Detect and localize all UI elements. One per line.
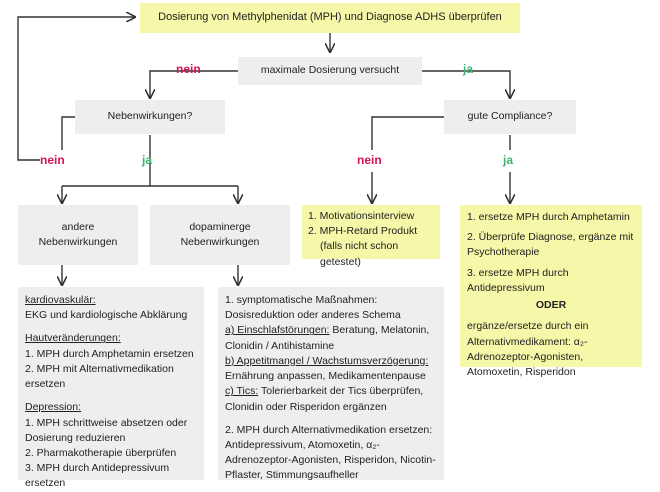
side-effects-question: Nebenwirkungen? <box>75 100 225 134</box>
dopa-side-line-1: dopaminerge <box>189 220 251 233</box>
compliance-question: gute Compliance? <box>444 100 576 134</box>
sleep-text: Beratung, Melatonin, Clonidin / Antihist… <box>225 324 430 352</box>
tics-text: Tolerierbarkeit der Tics überprüfen, Clo… <box>225 385 424 413</box>
amphetamine-box: 1. ersetze MPH durch Amphetamin 2. Überp… <box>460 205 642 378</box>
mid-item-2: 2. MPH durch Alternativmedikation ersetz… <box>225 423 436 482</box>
amph-oder: ODER <box>535 299 567 312</box>
other-side-effects-detail: kardiovaskulär: EKG und kardiologische A… <box>18 287 204 489</box>
no-label-compliance: nein <box>357 153 382 167</box>
compliance-text: gute Compliance? <box>467 110 553 123</box>
cardio-heading: kardiovaskulär: <box>25 294 96 306</box>
connector-lines <box>17 0 660 480</box>
other-side-line-1: andere <box>61 220 95 233</box>
no-label-max: nein <box>176 62 201 76</box>
side-effects-text: Nebenwirkungen? <box>107 110 193 123</box>
retard-box: 1. Motivationsinterview 2. MPH-Retard Pr… <box>302 205 440 268</box>
other-side-line-2: Nebenwirkungen <box>38 236 118 248</box>
amph-item-3: 3. ersetze MPH durch Antidepressivum <box>467 266 569 294</box>
retard-line-2: 2. MPH-Retard Produkt <box>308 225 418 238</box>
depression-heading: Depression: <box>25 401 82 414</box>
max-dose-text: maximale Dosierung versucht <box>260 64 400 77</box>
max-dose-question: maximale Dosierung versucht <box>238 57 422 85</box>
yes-label-max: ja <box>463 62 474 76</box>
skin-heading: Hautveränderungen: <box>25 332 121 345</box>
amph-alt: ergänze/ersetze durch ein Alternativmedi… <box>467 320 589 378</box>
depression-item-2: 2. Pharmakotherapie überprüfen <box>25 446 177 459</box>
no-label-side: nein <box>40 153 65 167</box>
tics-heading: c) Tics: <box>225 385 259 398</box>
amph-item-2: 2. Überprüfe Diagnose, ergänze mit Psych… <box>467 231 634 259</box>
retard-line-1: 1. Motivationsinterview <box>308 210 415 222</box>
start-box: Dosierung von Methylphenidat (MPH) und D… <box>140 3 520 33</box>
depression-item-3: 3. MPH durch Antidepressivum ersetzen <box>25 462 170 490</box>
retard-line-3: (falls nicht schon getestet) <box>320 240 399 268</box>
start-text: Dosierung von Methylphenidat (MPH) und D… <box>158 11 502 24</box>
cardio-text: EKG und kardiologische Abklärung <box>25 309 188 322</box>
sleep-heading: a) Einschlafstörungen: <box>225 324 330 337</box>
yes-label-side: ja <box>142 153 153 167</box>
dopa-side-line-2: Nebenwirkungen <box>180 236 260 248</box>
dopaminergic-detail: 1. symptomatische Maßnahmen: Dosisredukt… <box>218 287 444 481</box>
other-side-effects-box: andere Nebenwirkungen <box>18 205 138 265</box>
appetite-heading: b) Appetitmangel / Wachstumsverzögerung: <box>225 354 429 367</box>
skin-item-1: 1. MPH durch Amphetamin ersetzen <box>25 347 194 360</box>
amph-item-1: 1. ersetze MPH durch Amphetamin <box>467 211 630 223</box>
dopaminergic-side-effects-box: dopaminerge Nebenwirkungen <box>150 205 290 265</box>
mid-item-1: 1. symptomatische Maßnahmen: Dosisredukt… <box>225 294 401 322</box>
skin-item-2: 2. MPH mit Alternativmedikation ersetzen <box>25 362 174 391</box>
depression-item-1: 1. MPH schrittweise absetzen oder Dosier… <box>25 416 188 444</box>
yes-label-compliance: ja <box>503 153 514 167</box>
appetite-text: Ernährung anpassen, Medikamentenpause <box>225 370 426 383</box>
